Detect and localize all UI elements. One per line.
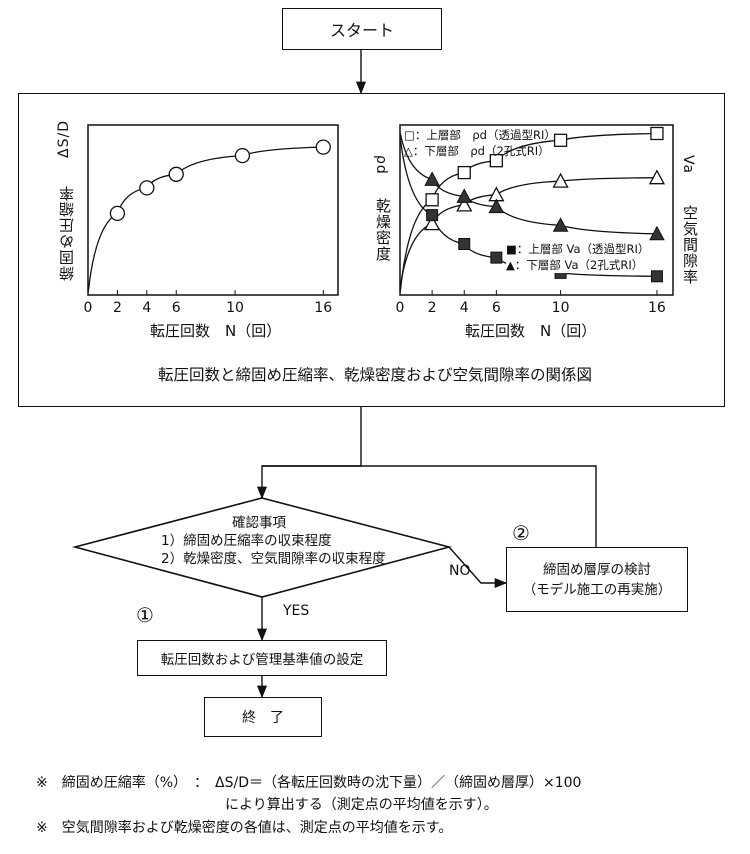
decision-diamond xyxy=(71,497,453,598)
data-point-circle xyxy=(315,139,331,155)
data-point-square-open xyxy=(489,154,504,168)
compaction-trend-curve xyxy=(87,146,324,292)
data-point-triangle-open xyxy=(456,196,473,212)
arrow-no-branch xyxy=(448,546,508,589)
data-point-triangle-open xyxy=(552,172,569,188)
compaction-chart: 0 2 4 6 10 16 xyxy=(84,124,339,316)
note-1-line-2: により算出する（測定点の平均値を示す）。 xyxy=(225,797,498,813)
right-x-label: 転圧回数 N（回） xyxy=(465,322,597,340)
plot-frame xyxy=(87,124,339,296)
left-y-label: 締固め圧縮率 xyxy=(58,185,76,281)
data-point-triangle-filled xyxy=(488,198,505,214)
x-tick-label: 10 xyxy=(552,300,570,316)
x-tick-label: 2 xyxy=(428,300,437,316)
data-point-triangle-filled xyxy=(649,225,665,241)
right-y-symbol-left: ρd xyxy=(373,155,389,175)
data-point-square-filled xyxy=(426,209,439,222)
legend-top-1: □：上層部 ρd（透過型RI） xyxy=(404,128,556,142)
check-item-2: 2）乾燥密度、空気間隙率の収束程度 xyxy=(161,551,386,567)
note-2: ※ 空気間隙率および乾燥密度の各値は、測定点の平均値を示す。 xyxy=(36,820,453,836)
start-label: スタート xyxy=(329,21,394,40)
end-label: 終 了 xyxy=(242,710,284,726)
setting-label: 転圧回数および管理基準値の設定 xyxy=(160,652,364,668)
x-tick-label: 10 xyxy=(226,300,244,316)
left-x-label: 転圧回数 N（回） xyxy=(150,322,282,340)
x-tick-label: 0 xyxy=(84,300,93,316)
data-point-square-open xyxy=(425,193,439,207)
arrow-loop-back xyxy=(256,465,597,547)
x-tick-label: 16 xyxy=(648,300,666,316)
void-upper-curve xyxy=(399,138,657,277)
legend-bottom-1: ■：上層部 Va（透過型RI） xyxy=(506,241,650,257)
plot-frame xyxy=(399,124,674,296)
right-y-label-right: 空気間隙率 xyxy=(681,205,699,285)
data-point-circle xyxy=(168,166,184,182)
x-tick-label: 4 xyxy=(142,300,151,316)
legend-top-2: △：下層部 ρd（2孔式RI） xyxy=(404,144,550,158)
circle-number-1: ① xyxy=(136,603,154,627)
setting-box: 転圧回数および管理基準値の設定 xyxy=(137,640,387,676)
check-item-1: 1）締固め圧縮率の収束程度 xyxy=(161,533,332,549)
data-point-triangle-open xyxy=(424,215,441,231)
data-point-triangle-filled xyxy=(552,217,569,232)
data-point-triangle-filled xyxy=(424,171,440,186)
x-tick-label: 0 xyxy=(396,300,405,316)
data-point-square-open xyxy=(457,165,471,180)
start-box: スタート xyxy=(282,8,442,50)
review-line-1: 締固め層厚の検討 xyxy=(543,561,651,578)
review-box: 締固め層厚の検討 （モデル施工の再実施） xyxy=(506,547,688,612)
data-point-square-open xyxy=(553,133,568,147)
figure-caption: 転圧回数と締固め圧縮率、乾燥密度および空気間隙率の関係図 xyxy=(157,366,592,384)
data-point-square-filled xyxy=(650,270,663,283)
data-point-square-filled xyxy=(490,251,503,264)
data-point-circle xyxy=(109,205,126,222)
x-tick-label: 6 xyxy=(492,300,501,316)
no-label: NO xyxy=(449,563,471,579)
data-point-circle xyxy=(139,180,155,196)
x-tick-label: 16 xyxy=(314,300,332,316)
check-title: 確認事項 xyxy=(232,515,286,531)
data-point-circle xyxy=(234,147,251,164)
data-point-square-filled xyxy=(458,238,471,250)
right-y-symbol-right: Va xyxy=(680,155,696,175)
review-line-2: （モデル施工の再実施） xyxy=(522,581,672,598)
data-point-triangle-filled xyxy=(456,188,473,203)
data-point-triangle-open xyxy=(648,169,666,185)
density-void-chart: 0 2 4 6 10 16 xyxy=(396,124,674,316)
line-figure-to-junction xyxy=(262,407,362,467)
density-upper-curve xyxy=(399,132,657,292)
x-tick-label: 2 xyxy=(113,300,122,316)
yes-label: YES xyxy=(283,603,310,619)
data-point-square-open xyxy=(650,126,664,141)
right-y-label-left: 乾燥密度 xyxy=(374,198,392,262)
end-box: 終 了 xyxy=(204,697,322,737)
circle-number-2: ② xyxy=(512,521,530,545)
x-tick-label: 6 xyxy=(172,300,181,316)
note-1-line-1: ※ 締固め圧縮率（%） ： ΔS/D＝（各転圧回数時の沈下量）／（締固め層厚）×… xyxy=(36,775,582,791)
legend-bottom-2: ▲：下層部 Va（2孔式RI） xyxy=(506,257,644,273)
left-y-symbol: ΔS/D xyxy=(56,120,72,158)
x-tick-label: 4 xyxy=(460,300,469,316)
